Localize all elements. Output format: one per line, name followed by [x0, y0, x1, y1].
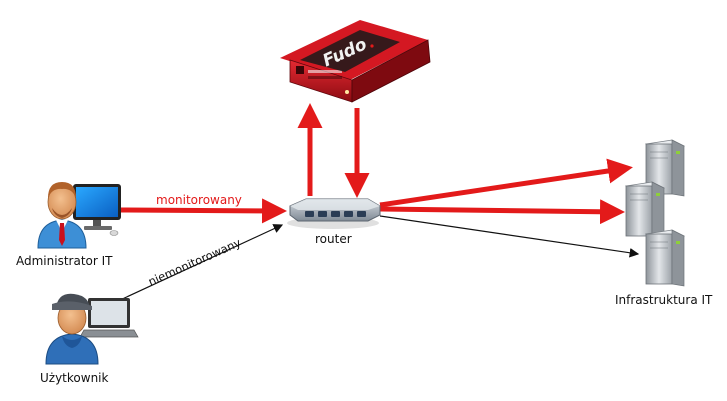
user-figure: [45, 293, 139, 365]
flow-user-to-router: [117, 224, 284, 302]
server-3-icon: [644, 229, 686, 287]
router-device: [287, 198, 381, 229]
fudo-appliance: Fudo: [280, 20, 431, 103]
user-person-icon: [45, 293, 99, 365]
admin-figure: [37, 182, 121, 249]
flow-router-to-server-3: [379, 215, 640, 258]
flow-router-to-server-2: [379, 199, 625, 225]
admin-monitor-icon: [73, 184, 121, 236]
label-router: router: [315, 232, 352, 246]
label-infrastructure: Infrastruktura IT: [615, 293, 713, 307]
label-monitored: monitorowany: [156, 193, 242, 207]
user-laptop-icon: [79, 298, 139, 338]
server-2-icon: [624, 181, 666, 239]
flow-admin-to-router: [119, 198, 287, 224]
label-admin: Administrator IT: [16, 254, 113, 268]
admin-person-icon: [37, 182, 87, 249]
label-user: Użytkownik: [40, 371, 109, 385]
flow-router-to-server-1: [379, 158, 633, 208]
